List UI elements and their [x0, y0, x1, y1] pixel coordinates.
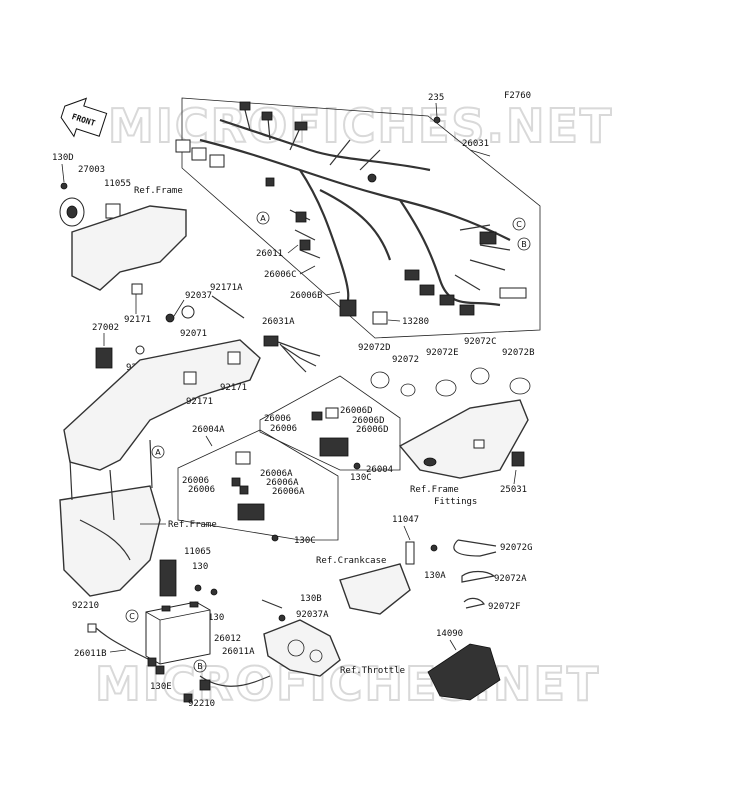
part-92072: 92072	[392, 355, 419, 365]
callout-b-top: B	[521, 240, 527, 249]
part-92171-b: 92171	[186, 397, 213, 407]
part-26006d-c: 26006D	[356, 425, 389, 435]
throttle-body	[263, 619, 341, 677]
part-92037: 92037	[185, 291, 212, 301]
part-26004a: 26004A	[192, 425, 225, 435]
part-92171a: 92171A	[210, 283, 243, 293]
part-26006-c: 26006	[182, 476, 209, 486]
ref-crankcase: Ref.Crankcase	[316, 556, 386, 566]
bolt-130b	[261, 599, 283, 609]
part-26031a: 26031A	[262, 317, 295, 327]
frame-bracket-top	[71, 205, 187, 291]
part-26004: 26004	[366, 465, 393, 475]
part-26006-b: 26006	[270, 424, 297, 434]
part-92210-b: 92210	[188, 699, 215, 709]
callout-a-top: A	[260, 214, 266, 223]
part-92171-a: 92171	[124, 315, 151, 325]
part-27002: 27002	[92, 323, 119, 333]
part-92072b: 92072B	[502, 348, 535, 358]
part-25031: 25031	[500, 485, 527, 495]
part-92072e: 92072E	[426, 348, 459, 358]
part-26006a-a: 26006A	[260, 469, 293, 479]
part-92072a: 92072A	[494, 574, 527, 584]
part-130b: 130B	[300, 594, 322, 604]
part-11065: 11065	[184, 547, 211, 557]
fuse-box-26004	[319, 437, 349, 457]
cover-14090	[427, 643, 501, 701]
horn-icon	[59, 197, 85, 227]
part-11047: 11047	[392, 515, 419, 525]
callout-a-mid: A	[155, 448, 161, 457]
part-92071: 92071	[180, 329, 207, 339]
part-26011a: 26011A	[222, 647, 255, 657]
fuse-box-26004a	[237, 503, 265, 521]
frame-main	[59, 339, 261, 597]
part-92072d: 92072D	[358, 343, 391, 353]
part-235: 235	[428, 93, 444, 103]
ref-frame-fittings-2: Fittings	[434, 497, 477, 507]
part-26006-d: 26006	[188, 485, 215, 495]
frame-fittings-cover	[398, 399, 529, 479]
part-26006c: 26006C	[264, 270, 297, 280]
part-92072c: 92072C	[464, 337, 497, 347]
part-92072g: 92072G	[500, 543, 533, 553]
part-92037a: 92037A	[296, 610, 329, 620]
part-26006a-c: 26006A	[272, 487, 305, 497]
main-harness-box	[175, 97, 541, 339]
ref-throttle: Ref.Throttle	[340, 666, 405, 676]
sub-harness-26031a	[263, 335, 321, 373]
ref-frame-mid: Ref.Frame	[168, 520, 217, 530]
part-26006-a: 26006	[264, 414, 291, 424]
part-130-b: 130	[208, 613, 224, 623]
part-26011: 26011	[256, 249, 283, 259]
clamp-92071-icon	[181, 305, 195, 319]
part-130c-b: 130C	[294, 536, 316, 546]
clamp-92072a	[461, 570, 496, 583]
part-26006b: 26006B	[290, 291, 323, 301]
part-26006d-b: 26006D	[352, 416, 385, 426]
part-27003: 27003	[78, 165, 105, 175]
bracket-11047	[405, 541, 415, 565]
part-11055: 11055	[104, 179, 131, 189]
part-26011b: 26011B	[74, 649, 107, 659]
callout-c-top: C	[516, 220, 522, 229]
part-13280: 13280	[402, 317, 429, 327]
clamp-92072g	[453, 539, 497, 557]
part-130e: 130E	[150, 682, 172, 692]
part-92210-a: 92210	[72, 601, 99, 611]
clamp-92072f	[463, 597, 485, 609]
cable-26011b	[95, 627, 151, 661]
switch-25031	[511, 451, 525, 467]
crankcase-part	[339, 563, 411, 615]
part-130d: 130D	[52, 153, 74, 163]
diagram-code: F2760	[504, 91, 531, 101]
part-92072f: 92072F	[488, 602, 521, 612]
connector-box-26004a	[177, 429, 339, 541]
part-14090: 14090	[436, 629, 463, 639]
part-26031: 26031	[462, 139, 489, 149]
callout-b-bot: B	[197, 662, 203, 671]
part-130-a: 130	[192, 562, 208, 572]
part-130c-a: 130C	[350, 473, 372, 483]
part-26006d-a: 26006D	[340, 406, 373, 416]
watermark-bottom: MICROFICHES.NET	[95, 657, 600, 711]
part-92171-c: 92171	[220, 383, 247, 393]
front-arrow-icon: FRONT	[60, 97, 108, 138]
bracket-11055	[105, 203, 121, 219]
part-26012: 26012	[214, 634, 241, 644]
relay-27002	[95, 347, 113, 369]
battery-bracket-11065	[159, 559, 177, 597]
ref-frame-fittings-1: Ref.Frame	[410, 485, 459, 495]
bolt-235-icon	[433, 116, 441, 124]
ref-frame-top: Ref.Frame	[134, 186, 183, 196]
part-26006a-b: 26006A	[266, 478, 299, 488]
callout-c-bot: C	[129, 612, 135, 621]
battery-26012	[145, 601, 211, 665]
watermark-top: MICROFICHES.NET	[108, 99, 613, 153]
part-130a: 130A	[424, 571, 446, 581]
connector-box-26004	[259, 375, 401, 471]
